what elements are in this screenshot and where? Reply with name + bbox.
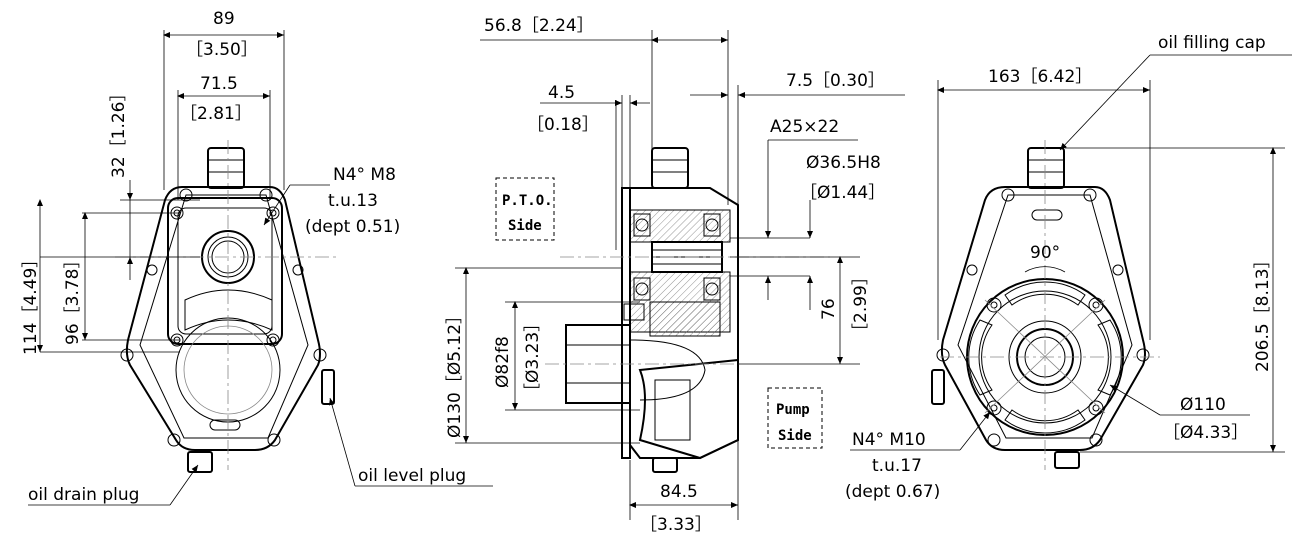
dim-163: 163［6.42］ (988, 67, 1092, 87)
bore-label: Ø36.5H8 (806, 153, 881, 173)
dim-84-5: 84.5 (660, 482, 698, 502)
dim-71-5: 71.5 (200, 74, 238, 94)
dim-130: Ø130［Ø5.12］ (445, 307, 465, 438)
right-bolts (936, 188, 1150, 447)
right-view: 163［6.42］ 206.5［8.13］ 90° Ø110 ［Ø4.33］ o… (845, 33, 1292, 502)
dim-76: 76 (819, 298, 839, 320)
dim-110-in: ［Ø4.33］ (1163, 423, 1248, 443)
pto-side-1: P.T.O. (502, 193, 553, 209)
left-bolt-label-1: N4° M8 (333, 165, 396, 185)
left-bolt-label-3: (dept 0.51) (305, 217, 400, 237)
left-flange (167, 197, 283, 345)
angle-90: 90° (1030, 243, 1060, 263)
left-bolt-label-2: t.u.13 (328, 191, 378, 211)
dim-32: 32［1.26］ (109, 85, 129, 178)
dim-82: Ø82f8 (493, 336, 513, 388)
dim-96: 96［3.78］ (63, 252, 83, 345)
right-bolt-label-1: N4° M10 (852, 430, 926, 450)
left-view: 89 ［3.50］ 71.5 ［2.81］ 32［1.26］ 114［4.49］… (21, 9, 493, 506)
dim-206-5: 206.5［8.13］ (1253, 251, 1273, 372)
oil-filling-label: oil filling cap (1158, 33, 1266, 53)
dim-114: 114［4.49］ (21, 251, 41, 355)
dim-71-5-in: ［2.81］ (180, 104, 252, 124)
dim-110: Ø110 (1180, 395, 1226, 415)
dim-4-5-in: ［0.18］ (527, 115, 599, 135)
right-bolt-label-3: (dept 0.67) (845, 482, 940, 502)
right-housing-outline (940, 186, 1146, 451)
left-breather (207, 147, 245, 189)
middle-view: 56.8［2.24］ 4.5 ［0.18］ 7.5［0.30］ A25×22 Ø… (445, 16, 905, 535)
spline-label: A25×22 (770, 117, 839, 137)
pto-side-box (495, 177, 555, 241)
dim-84-5-in: ［3.33］ (640, 515, 712, 535)
dim-7-5: 7.5［0.30］ (786, 71, 885, 91)
pump-side-box (767, 387, 823, 449)
dim-89: 89 (213, 9, 235, 29)
dim-76-in: ［2.99］ (851, 268, 871, 340)
right-bolt-label-2: t.u.17 (872, 456, 922, 476)
right-filling-cap (1027, 147, 1065, 189)
oil-level-label: oil level plug (358, 466, 466, 486)
dim-4-5: 4.5 (548, 83, 575, 103)
pump-side-1: Pump (776, 402, 810, 418)
left-level-plug (321, 369, 335, 405)
dim-89-in: ［3.50］ (186, 40, 258, 60)
dim-82-in: ［Ø3.23］ (523, 315, 543, 400)
pto-side-2: Side (508, 218, 542, 234)
middle-section-upper (629, 209, 731, 243)
pump-side-2: Side (778, 428, 812, 444)
left-bolts (120, 188, 327, 447)
dim-56-8: 56.8［2.24］ (484, 16, 594, 36)
bore-label-in: ［Ø1.44］ (800, 183, 885, 203)
left-drain-plug (187, 451, 213, 473)
oil-drain-label: oil drain plug (28, 485, 139, 505)
